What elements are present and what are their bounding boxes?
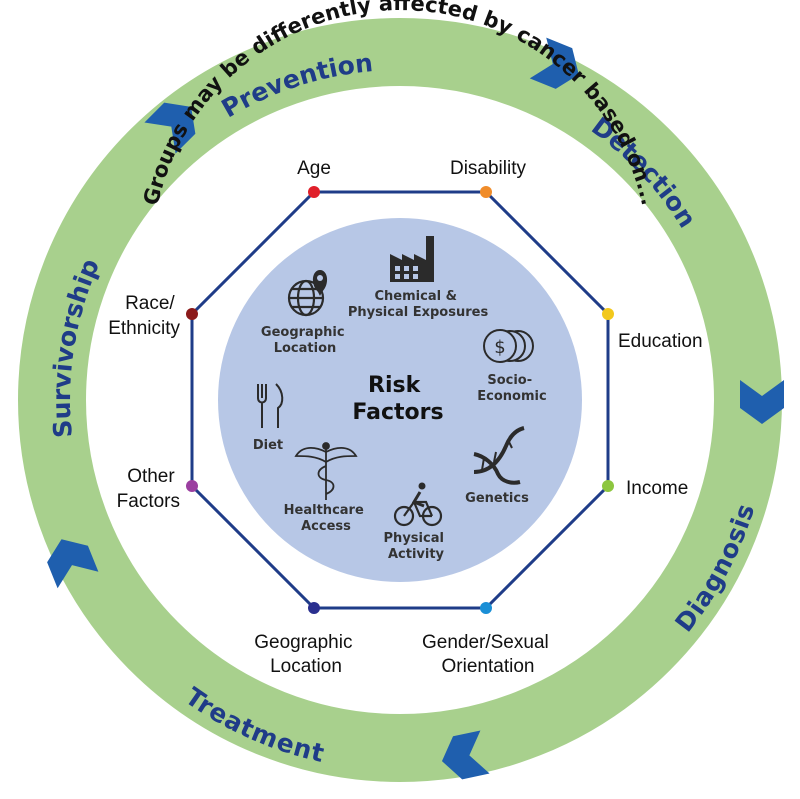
octagon-dots <box>186 186 614 614</box>
factory-icon <box>390 236 434 282</box>
cyclist-icon <box>393 482 443 527</box>
risk-label-healthcare: Healthcare Access <box>284 503 369 534</box>
arrow-bottom-icon <box>441 730 490 780</box>
caduceus-icon <box>294 442 358 500</box>
risk-factors-circle <box>218 218 582 582</box>
octagon-label-geographic: Geographic Location <box>254 632 358 677</box>
arrow-top-right-icon <box>529 37 579 89</box>
dot-geographic <box>308 602 320 614</box>
risk-label-socioeconomic: Socio- Economic <box>477 373 546 404</box>
dot-race <box>186 308 198 320</box>
octagon-label-disability: Disability <box>450 158 527 179</box>
coins-icon: $ <box>483 329 534 363</box>
dot-income <box>602 480 614 492</box>
arrow-right-icon <box>740 380 784 424</box>
arrow-left-icon <box>47 539 99 589</box>
dna-icon <box>473 426 525 485</box>
risk-label-chemical: Chemical & Physical Exposures <box>348 289 489 320</box>
octagon-label-race: Race/ Ethnicity <box>108 293 180 339</box>
risk-label-geographic: Geographic Location <box>261 325 349 356</box>
risk-label-genetics: Genetics <box>465 491 529 506</box>
dot-gender <box>480 602 492 614</box>
octagon-label-age: Age <box>297 158 331 179</box>
dot-age <box>308 186 320 198</box>
risk-factors-title: Risk Factors <box>352 373 443 425</box>
svg-text:$: $ <box>494 337 505 358</box>
cycle-arrows <box>47 37 784 780</box>
risk-label-diet: Diet <box>253 438 283 453</box>
dot-disability <box>480 186 492 198</box>
octagon-label-gender: Gender/Sexual Orientation <box>422 632 554 677</box>
octagon-label-education: Education <box>618 331 703 352</box>
octagon-label-other: Other Factors <box>117 466 180 512</box>
arrow-top-left-icon <box>144 102 196 154</box>
globe-pin-icon <box>287 270 328 317</box>
risk-label-physical-activity: Physical Activity <box>384 531 449 562</box>
octagon-label-income: Income <box>626 478 688 499</box>
fork-knife-icon <box>257 383 284 428</box>
dot-other <box>186 480 198 492</box>
dot-education <box>602 308 614 320</box>
